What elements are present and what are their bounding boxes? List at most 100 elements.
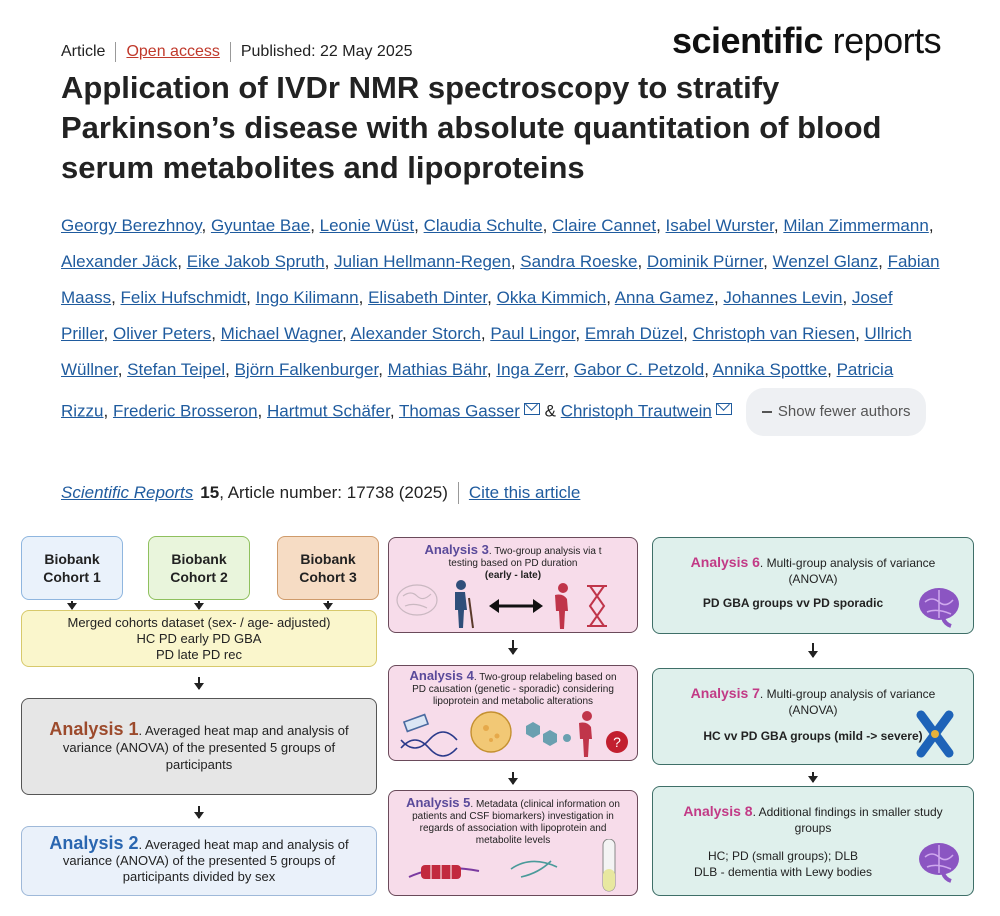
author-link[interactable]: Leonie Wüst [319, 216, 415, 235]
author-link[interactable]: Mathias Bähr [387, 360, 487, 379]
logo-bold: scientific [672, 20, 824, 61]
journal-logo[interactable]: scientific reports [672, 20, 942, 62]
stooped-person-icon [579, 711, 592, 757]
author-link[interactable]: Eike Jakob Spruth [186, 252, 325, 271]
minus-icon [761, 411, 772, 413]
analysis-2-text: . Averaged heat map and analysis of vari… [62, 837, 349, 884]
analysis-6-compare: PD GBA groups vv PD sporadic [702, 596, 884, 610]
analysis-6-label: Analysis 6 [690, 554, 760, 570]
analysis-4-illustration: ? [400, 711, 628, 757]
analysis-5-label: Analysis 5 [406, 795, 471, 810]
author-link[interactable]: Patricia Rizzu [61, 360, 894, 421]
analysis-5-box: Analysis 5. Metadata (clinical informati… [388, 790, 638, 896]
arrow-a1-down [194, 806, 204, 819]
logo-light: reports [832, 20, 942, 61]
journal-name-link[interactable]: Scientific Reports [61, 483, 194, 502]
author-link[interactable]: Gabor C. Petzold [573, 360, 705, 379]
analysis-4-text: . Two-group relabeling based on PD causa… [412, 672, 617, 707]
analysis-6-box: Analysis 6. Multi-group analysis of vari… [652, 537, 974, 634]
analysis-6-text: . Multi-group analysis of variance (ANOV… [759, 556, 936, 586]
author-link[interactable]: Sandra Roeske [520, 252, 638, 271]
cohort-2-line1: Biobank [171, 551, 227, 567]
article-title: Application of IVDr NMR spectroscopy to … [61, 70, 882, 185]
analysis-8-label: Analysis 8 [683, 803, 753, 819]
author-link[interactable]: Christoph Trautwein [560, 401, 712, 421]
author-link[interactable]: Alexander Storch [350, 324, 481, 343]
analysis-3-text: . Two-group analysis via t testing based… [448, 546, 602, 569]
author-link[interactable]: Georgy Berezhnoy [61, 216, 202, 235]
brain-icon [919, 588, 959, 628]
author-link[interactable]: Emrah Düzel [584, 324, 684, 343]
author-link[interactable]: Ullrich Wüllner [61, 324, 912, 379]
author-link[interactable]: Isabel Wurster [665, 216, 774, 235]
author-link[interactable]: Michael Wagner [220, 324, 342, 343]
author-link[interactable]: Josef Priller [61, 288, 893, 343]
brain-icon [919, 843, 959, 883]
author-link[interactable]: Fabian Maass [61, 252, 940, 307]
author-link[interactable]: Frederic Brosseron [112, 401, 258, 421]
cohort-1-line2: Cohort 1 [43, 569, 101, 585]
author-link[interactable]: Anna Gamez [614, 288, 714, 307]
analysis-3-box: Analysis 3. Two-group analysis via t tes… [388, 537, 638, 633]
test-tube-icon [602, 839, 616, 892]
author-link[interactable]: Claudia Schulte [423, 216, 543, 235]
arrow-a3-down [508, 640, 518, 655]
molecule-icon [526, 722, 571, 746]
open-access-link[interactable]: Open access [126, 43, 220, 60]
cohort-1-box: Biobank Cohort 1 [21, 536, 123, 600]
author-link[interactable]: Julian Hellmann-Regen [334, 252, 511, 271]
author-link[interactable]: Annika Spottke [712, 360, 828, 379]
analysis-7-label: Analysis 7 [690, 685, 760, 701]
brain-icon [396, 584, 438, 616]
arrow-merged-down [194, 677, 204, 690]
cell-icon [470, 711, 512, 753]
analysis-1-text: . Averaged heat map and analysis of vari… [62, 723, 349, 772]
article-type: Article [61, 43, 106, 60]
email-icon[interactable] [715, 403, 732, 416]
author-link[interactable]: Okka Kimmich [496, 288, 607, 307]
merged-line2: HC PD early PD GBA [136, 631, 262, 646]
author-link[interactable]: Claire Cannet [552, 216, 657, 235]
author-link[interactable]: Wenzel Glanz [772, 252, 879, 271]
analysis-4-box: Analysis 4. Two-group relabeling based o… [388, 665, 638, 761]
hourglass-icon [587, 585, 607, 627]
author-link[interactable]: Gyuntae Bae [210, 216, 311, 235]
citation-line: Scientific Reports 15 , Article number: … [61, 482, 580, 504]
arrow-cohort2-down [194, 601, 204, 610]
stooped-person-icon [555, 583, 568, 629]
cohort-3-line1: Biobank [300, 551, 356, 567]
author-link[interactable]: Alexander Jäck [61, 252, 178, 271]
author-link[interactable]: Inga Zerr [496, 360, 565, 379]
author-ampersand: & [544, 401, 556, 421]
analysis-3-sub: (early - late) [484, 570, 542, 581]
analysis-8-line1: HC; PD (small groups); DLB [707, 849, 859, 863]
author-link[interactable]: Hartmut Schäfer [266, 401, 390, 421]
analysis-5-illustration [408, 839, 616, 892]
author-link[interactable]: Paul Lingor [490, 324, 576, 343]
author-link[interactable]: Felix Hufschmidt [120, 288, 247, 307]
author-link[interactable]: Christoph van Riesen [692, 324, 856, 343]
author-link[interactable]: Stefan Teipel [127, 360, 226, 379]
analysis-2-box: Analysis 2. Averaged heat map and analys… [21, 826, 377, 896]
cohort-1-line1: Biobank [44, 551, 100, 567]
arrow-a4-down [508, 772, 518, 785]
protein-chain-icon [408, 865, 480, 879]
analysis-7-text: . Multi-group analysis of variance (ANOV… [759, 687, 936, 717]
chromosome-icon [916, 710, 954, 758]
cohort-2-box: Biobank Cohort 2 [148, 536, 250, 600]
author-link[interactable]: Dominik Pürner [646, 252, 764, 271]
merged-dataset-box: Merged cohorts dataset (sex- / age- adju… [21, 610, 377, 667]
author-link[interactable]: Elisabeth Dinter [368, 288, 488, 307]
author-link[interactable]: Johannes Levin [723, 288, 843, 307]
email-icon[interactable] [523, 403, 540, 416]
cite-this-article-link[interactable]: Cite this article [468, 483, 581, 502]
author-link[interactable]: Milan Zimmermann [783, 216, 929, 235]
elderly-person-icon [455, 580, 474, 629]
show-fewer-authors-button[interactable]: Show fewer authors [745, 388, 927, 436]
author-link[interactable]: Björn Falkenburger [234, 360, 379, 379]
author-link[interactable]: Thomas Gasser [398, 401, 520, 421]
author-link[interactable]: Ingo Kilimann [255, 288, 359, 307]
author-link[interactable]: Oliver Peters [112, 324, 212, 343]
analysis-2-label: Analysis 2 [49, 833, 139, 853]
merged-line1: Merged cohorts dataset (sex- / age- adju… [67, 615, 331, 630]
